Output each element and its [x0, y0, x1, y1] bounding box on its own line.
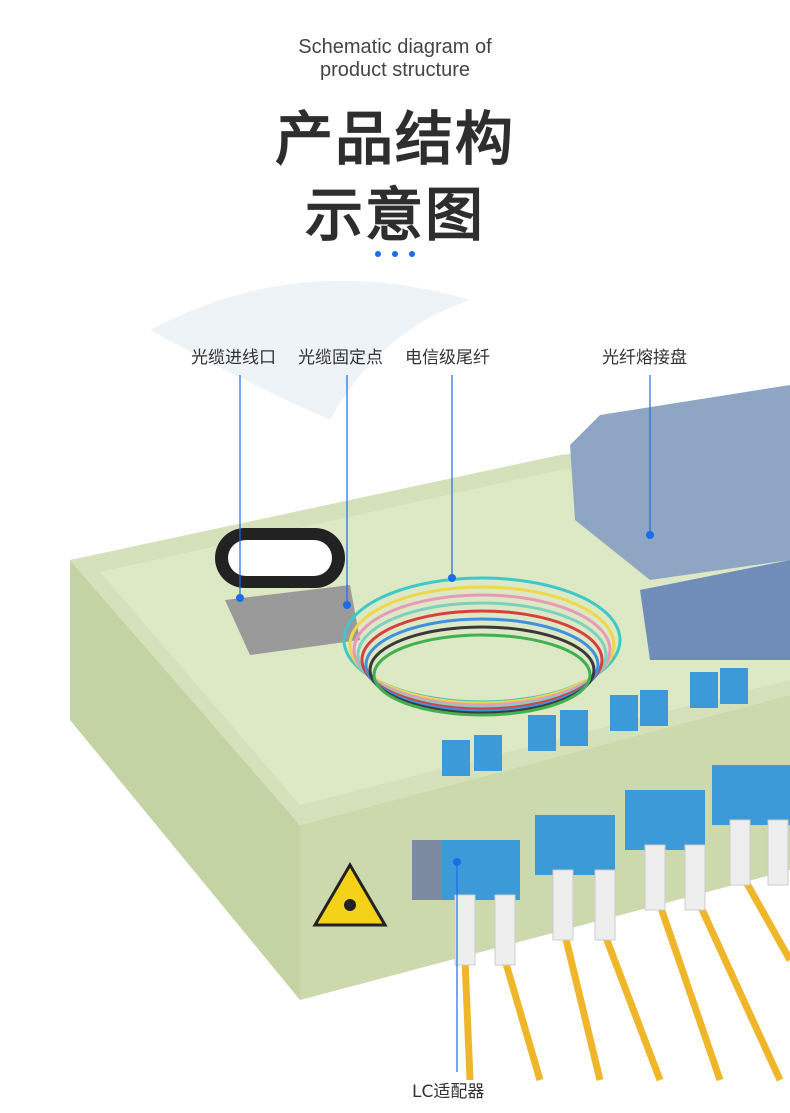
inner-adapters	[442, 668, 748, 776]
label-telecom-pigtail: 电信级尾纤	[405, 348, 490, 368]
connector-boots	[454, 819, 789, 966]
leader-lines	[239, 375, 651, 1072]
front-adapters	[440, 765, 790, 900]
label-splice-tray: 光纤熔接盘	[602, 348, 687, 368]
decor-dot	[392, 251, 398, 257]
watermark-logo	[150, 280, 470, 420]
label-cable-fixing-point: 光缆固定点	[298, 348, 383, 368]
label-cable-entry: 光缆进线口	[191, 348, 276, 368]
title-cn-line1: 产品结构	[274, 105, 515, 173]
decor-dot	[409, 251, 415, 257]
tray-left-face	[70, 560, 300, 1000]
splice-tray	[570, 385, 790, 580]
leader-dots	[236, 531, 654, 866]
title-cn-line2: 示意图	[304, 181, 485, 249]
cable-fixing-bracket	[225, 585, 360, 655]
label-lc-adapter: LC适配器	[412, 1082, 485, 1102]
subtitle-en-line1: Schematic diagram of	[298, 36, 492, 58]
laser-warning-icon	[312, 862, 388, 927]
subtitle-en-line2: product structure	[319, 59, 471, 81]
pigtail-coil	[342, 576, 622, 717]
patch-cables	[461, 878, 790, 1082]
decor-dot	[375, 251, 381, 257]
